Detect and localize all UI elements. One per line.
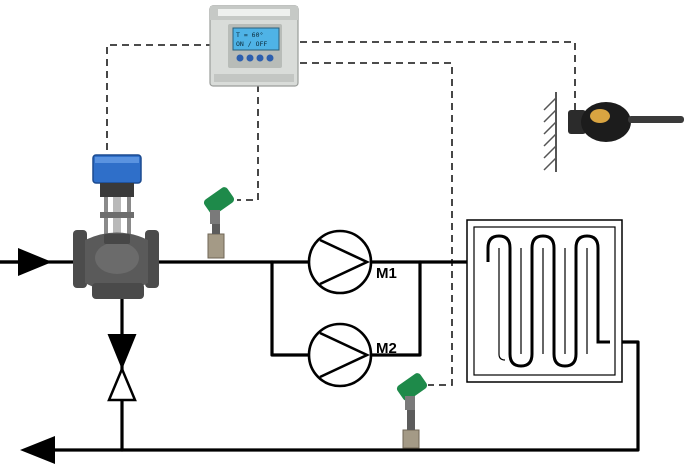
pipe-pump2-out [368, 260, 422, 357]
signal-lines [106, 41, 576, 386]
valve-body-icon [73, 230, 159, 299]
controller-lcd-line1: T = 60° [236, 31, 263, 39]
flow-arrow-icon [20, 436, 55, 464]
controller-icon: T = 60° ON / OFF [209, 5, 299, 87]
pipe-heater-return [38, 340, 640, 452]
pump-m1: M1 [307, 229, 397, 295]
wall-hatch-icon [543, 92, 557, 172]
signal-line-supply-sensor [237, 85, 259, 201]
signal-line-outdoor-sensor [300, 41, 576, 112]
pump-m2: M2 [307, 322, 397, 388]
motorized-mixing-valve [73, 154, 159, 299]
check-valve-icon [107, 334, 137, 402]
pipe-pump-bypass [270, 260, 312, 357]
outdoor-sensor-icon [568, 102, 684, 142]
actuator-icon [92, 154, 142, 237]
heat-exchanger-icon [466, 219, 623, 383]
flow-arrow-icon [18, 248, 52, 276]
pump-m2-label: M2 [376, 340, 397, 357]
temperature-sensor-icon [396, 373, 428, 449]
temperature-sensor-icon [203, 187, 235, 259]
pump-icon [307, 229, 373, 295]
pump-m1-label: M1 [376, 265, 397, 282]
controller-lcd-line2: ON / OFF [236, 40, 267, 48]
controller-buttons [236, 54, 274, 62]
signal-line-return-sensor [300, 62, 453, 386]
pump-icon [307, 322, 373, 388]
signal-line-valve [106, 44, 210, 150]
